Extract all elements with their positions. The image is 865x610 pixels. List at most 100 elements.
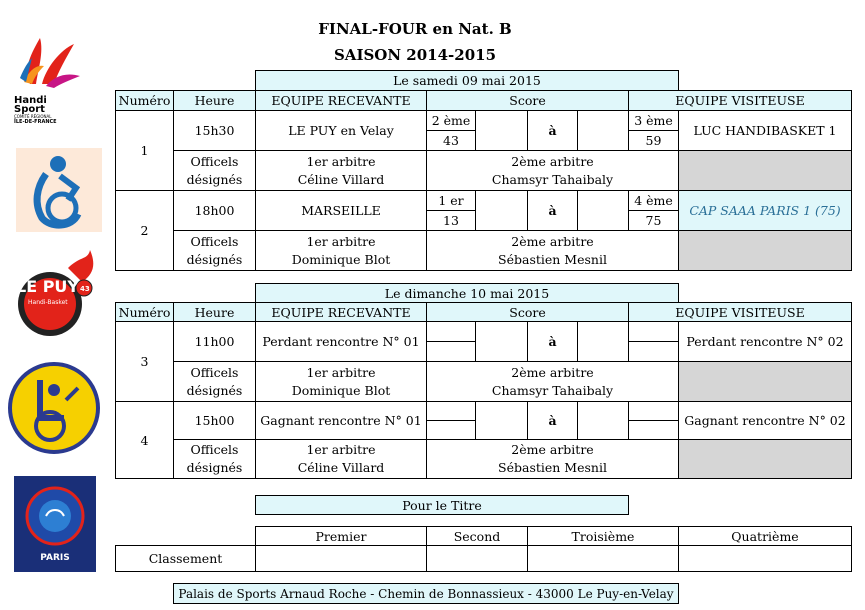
ranking-col-troisieme: Troisième xyxy=(527,526,679,546)
venue-footer: Palais de Sports Arnaud Roche - Chemin d… xyxy=(173,583,679,604)
match4-referee2-label: 2ème arbitre xyxy=(511,442,594,457)
match4-score-gap-right xyxy=(577,401,629,440)
ranking-col-second: Second xyxy=(426,526,528,546)
match3-referee1-label: 1er arbitre xyxy=(306,364,376,380)
match3-officials-label: Officels désignés xyxy=(173,361,256,402)
match3-away-team: Perdant rencontre N° 02 xyxy=(678,321,852,362)
match2-home-score: 13 xyxy=(426,210,476,231)
match2-separator: à xyxy=(527,190,578,231)
match4-home-team: Gagnant rencontre N° 01 xyxy=(255,401,427,440)
match4-referee2-name: Sébastien Mesnil xyxy=(498,460,607,475)
wheelchair-athlete-logo xyxy=(16,148,102,232)
match3-referee2: 2ème arbitre Chamsyr Tahaibaly xyxy=(426,361,679,402)
match3-score-gap-right xyxy=(577,321,629,362)
match4-gray-cell xyxy=(678,439,852,479)
match4-officials-line2: désignés xyxy=(186,460,243,475)
match3-referee1: 1er arbitre Dominique Blot xyxy=(255,361,427,402)
match3-officials-line2: désignés xyxy=(186,382,243,398)
handisport-logo-text-3: COMITÉ RÉGIONAL xyxy=(14,114,52,119)
match3-referee2-label: 2ème arbitre xyxy=(511,364,594,380)
day2-label: Le dimanche 10 mai 2015 xyxy=(255,283,679,303)
match2-score-gap-right xyxy=(577,190,629,231)
match2-referee2: 2ème arbitre Sébastien Mesnil xyxy=(426,230,679,271)
ranking-col-premier: Premier xyxy=(255,526,427,546)
lepuy-handibasket-logo: LE PUY Handi-Basket 43 xyxy=(10,248,102,340)
match1-referee1: 1er arbitre Céline Villard xyxy=(255,150,427,191)
header2-heure: Heure xyxy=(173,302,256,322)
match1-away-score: 59 xyxy=(628,130,679,151)
match1-number: 1 xyxy=(115,110,174,191)
paris-logo-text: PARIS xyxy=(40,553,70,563)
ranking-label: Pour le Titre xyxy=(255,495,629,515)
header-recevante: EQUIPE RECEVANTE xyxy=(255,90,427,111)
match1-time: 15h30 xyxy=(173,110,256,151)
match3-away-rank xyxy=(628,321,679,342)
match3-referee2-name: Chamsyr Tahaibaly xyxy=(491,382,614,398)
match2-gray-cell xyxy=(678,230,852,271)
match1-home-score: 43 xyxy=(426,130,476,151)
match2-time: 18h00 xyxy=(173,190,256,231)
match4-separator: à xyxy=(527,401,578,440)
lepuy-logo-name: LE PUY xyxy=(16,277,79,296)
match1-referee2: 2ème arbitre Chamsyr Tahaibaly xyxy=(426,150,679,191)
match4-number: 4 xyxy=(115,401,174,479)
match1-referee1-label: 1er arbitre xyxy=(306,153,376,169)
match2-referee1-name: Dominique Blot xyxy=(291,251,391,267)
match4-referee1-label: 1er arbitre xyxy=(306,442,376,457)
match2-officials-line2: désignés xyxy=(186,251,243,267)
ranking-cell-troisieme xyxy=(527,545,679,572)
header2-numero: Numéro xyxy=(115,302,174,322)
match2-away-score: 75 xyxy=(628,210,679,231)
match1-officials-line2: désignés xyxy=(186,171,243,187)
ranking-col-quatrieme: Quatrième xyxy=(678,526,852,546)
match3-gray-cell xyxy=(678,361,852,402)
match1-score-gap-right xyxy=(577,110,629,151)
match1-referee1-name: Céline Villard xyxy=(297,171,385,187)
match2-home-rank: 1 er xyxy=(426,190,476,211)
match3-time: 11h00 xyxy=(173,321,256,362)
match1-home-rank: 2 ème xyxy=(426,110,476,131)
handisport-logo-text-2: Sport xyxy=(14,104,45,115)
handisport-logo-text-4: ÎLE-DE-FRANCE xyxy=(14,119,57,125)
header2-score: Score xyxy=(426,302,629,322)
match3-referee1-name: Dominique Blot xyxy=(291,382,391,398)
match4-home-rank xyxy=(426,401,476,421)
match1-officials-label: Officels désignés xyxy=(173,150,256,191)
ranking-cell-quatrieme xyxy=(678,545,852,572)
ranking-row-label: Classement xyxy=(115,545,256,572)
match2-number: 2 xyxy=(115,190,174,271)
match2-referee1-label: 1er arbitre xyxy=(306,233,376,249)
match4-home-score xyxy=(426,420,476,440)
match1-referee2-label: 2ème arbitre xyxy=(511,153,594,169)
luc-handibasket-logo xyxy=(6,360,102,456)
season-title: SAISON 2014-2015 xyxy=(333,46,497,64)
match2-score-gap-left xyxy=(475,190,528,231)
match2-away-rank: 4 ème xyxy=(628,190,679,211)
ranking-cell-premier xyxy=(255,545,427,572)
match2-referee2-name: Sébastien Mesnil xyxy=(498,251,607,267)
match2-away-team: CAP SAAA PARIS 1 (75) xyxy=(678,190,852,231)
match1-score-gap-left xyxy=(475,110,528,151)
match4-away-score xyxy=(628,420,679,440)
match2-referee1: 1er arbitre Dominique Blot xyxy=(255,230,427,271)
match4-officials-line1: Officels xyxy=(190,442,239,457)
header2-visiteuse: EQUIPE VISITEUSE xyxy=(628,302,852,322)
match1-gray-cell xyxy=(678,150,852,191)
match2-home-team: MARSEILLE xyxy=(255,190,427,231)
page-title: FINAL-FOUR en Nat. B xyxy=(318,20,512,38)
match1-home-team: LE PUY en Velay xyxy=(255,110,427,151)
ranking-cell-second xyxy=(426,545,528,572)
match3-separator: à xyxy=(527,321,578,362)
match4-officials-label: Officels désignés xyxy=(173,439,256,479)
lepuy-logo-num: 43 xyxy=(80,285,90,293)
match1-referee2-name: Chamsyr Tahaibaly xyxy=(491,171,614,187)
header-numero: Numéro xyxy=(115,90,174,111)
match4-time: 15h00 xyxy=(173,401,256,440)
header-visiteuse: EQUIPE VISITEUSE xyxy=(628,90,852,111)
match3-officials-line1: Officels xyxy=(190,364,239,380)
match2-officials-line1: Officels xyxy=(190,233,239,249)
cap-saaa-paris-logo: PARIS xyxy=(14,476,96,572)
handisport-logo: Handi Sport COMITÉ RÉGIONAL ÎLE-DE-FRANC… xyxy=(14,32,94,125)
match4-away-team: Gagnant rencontre N° 02 xyxy=(678,401,852,440)
match3-away-score xyxy=(628,341,679,362)
